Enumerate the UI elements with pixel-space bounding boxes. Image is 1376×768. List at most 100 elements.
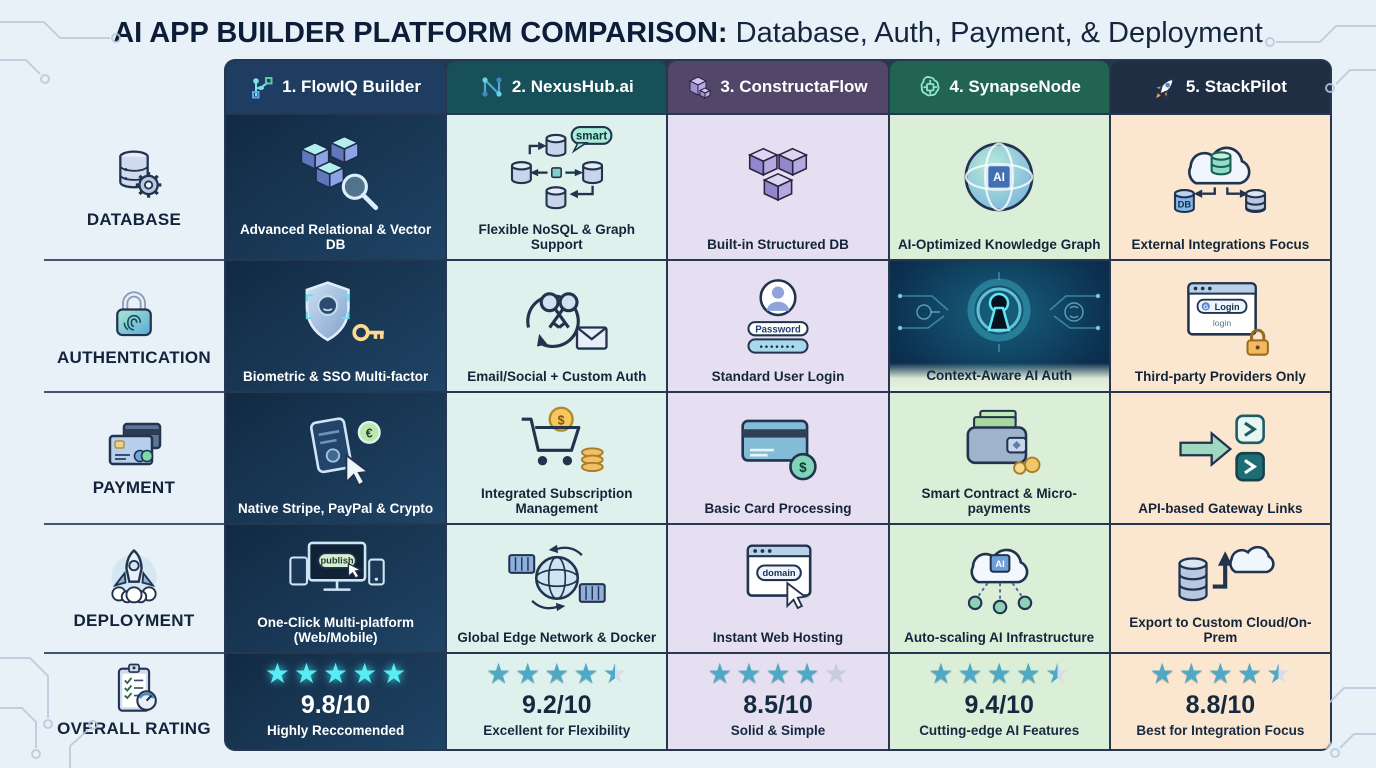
cell-label: Integrated Subscription Management	[481, 485, 633, 516]
password-field-text: Password	[755, 324, 801, 335]
cell-label: Basic Card Processing	[704, 500, 852, 516]
server-cubes-magnifier-icon	[299, 135, 378, 211]
nexushub-database-illustration: smart	[498, 119, 616, 222]
star-icon: ★	[736, 656, 762, 690]
constructaflow-deployment-illustration: domain	[723, 529, 833, 630]
cell-label: Biometric & SSO Multi-factor	[242, 368, 429, 384]
brain-chip-icon	[920, 75, 939, 97]
column-header-label: 3. ConstructaFlow	[720, 76, 868, 96]
flow-branch-icon	[252, 76, 273, 99]
mobile-pay-crypto-icon: €	[309, 417, 381, 487]
credit-cards-icon	[108, 423, 162, 466]
flowiq-database-illustration	[281, 119, 391, 222]
column-header-synapsenode: 4. SynapseNode	[889, 60, 1109, 113]
user-password-login-icon: Password •••••••	[747, 278, 809, 354]
password-dots-text: •••••••	[760, 341, 797, 351]
star-icon: ★	[986, 656, 1012, 690]
page-title: AI APP BUILDER PLATFORM COMPARISON: Data…	[0, 16, 1376, 51]
card-processing-icon: $	[741, 419, 817, 481]
rating-score: 9.8/10	[300, 690, 371, 719]
cell-stackpilot-rating: ★★★★★ 8.8/10 Best for Integration Focus	[1110, 653, 1330, 749]
title-bold: AI APP BUILDER PLATFORM COMPARISON:	[113, 17, 728, 49]
subscription-cart-icon: $	[521, 406, 604, 473]
column-header-label: 5. StackPilot	[1185, 76, 1287, 96]
rating-score: 8.5/10	[743, 690, 813, 719]
column-header-stackpilot: 5. StackPilot	[1110, 60, 1330, 113]
row-label-deployment: DEPLOYMENT	[44, 525, 224, 654]
cell-constructaflow-database: Built-in Structured DB	[668, 114, 888, 259]
row-label-overall-rating: OVERALL RATING	[44, 654, 224, 747]
cell-constructaflow-auth: Password ••••••• Standard User Login	[668, 260, 888, 391]
star-icon: ★	[1207, 656, 1233, 690]
cell-label: AI-Optimized Knowledge Graph	[897, 236, 1101, 252]
domain-pill-text: domain	[762, 568, 795, 578]
rating-score: 8.8/10	[1185, 690, 1256, 719]
cell-label: Auto-scaling AI Infrastructure	[904, 629, 1095, 645]
publish-button-text: publish	[320, 555, 353, 565]
star-icon: ★	[928, 656, 954, 690]
api-gateway-links-icon	[1179, 414, 1266, 482]
cell-label: Third-party Providers Only	[1134, 368, 1306, 384]
structured-blocks-icon	[747, 147, 809, 201]
column-header-label: 1. FlowIQ Builder	[282, 76, 422, 96]
star-icon: ★	[957, 656, 983, 690]
export-to-cloud-icon	[1178, 545, 1276, 601]
column-header-label: 2. NexusHub.ai	[511, 76, 634, 96]
card-coin-text: $	[799, 460, 807, 475]
cell-stackpilot-database: DB External Integrations Focus	[1110, 114, 1330, 259]
row-label-payment: PAYMENT	[44, 393, 224, 525]
comparison-table: DATABASE AUTHENTICATION	[44, 58, 1332, 751]
instant-hosting-window-icon: domain	[746, 544, 812, 610]
star-icon: ★	[293, 656, 320, 690]
cell-synapsenode-auth: Context-Aware AI Auth	[889, 260, 1109, 391]
column-header-label: 4. SynapseNode	[949, 76, 1081, 96]
smart-bubble-text: smart	[576, 131, 607, 143]
cell-synapsenode-database: AI AI-Optimized Knowledge Graph	[889, 114, 1109, 259]
cell-stackpilot-auth: G Login login Third-party Providers Only	[1110, 260, 1330, 391]
cubes-icon	[689, 76, 712, 99]
rating-score: 9.4/10	[964, 690, 1034, 719]
stackpilot-auth-illustration: G Login login	[1164, 265, 1276, 369]
cell-label: Smart Contract & Micro-payments	[921, 485, 1077, 516]
synapsenode-database-illustration: AI	[951, 119, 1047, 237]
flowiq-deployment-illustration: publish	[280, 529, 392, 615]
cell-constructaflow-deployment: domain Instant Web Hosting	[668, 524, 888, 652]
stackpilot-database-illustration: DB	[1161, 119, 1279, 237]
cell-flowiq-auth: Biometric & SSO Multi-factor	[226, 260, 446, 391]
star-icon: ★	[1149, 656, 1175, 690]
star-icon: ★	[1015, 656, 1041, 690]
rating-verdict: Solid & Simple	[730, 722, 826, 738]
third-party-login-window-icon: G Login login	[1187, 281, 1270, 356]
clipboard-gauge-icon	[117, 663, 157, 712]
row-label-authentication: AUTHENTICATION	[44, 261, 224, 393]
nexushub-deployment-illustration	[501, 529, 613, 630]
stackpilot-deployment-illustration	[1165, 529, 1276, 615]
star-icon: ★	[486, 656, 512, 690]
edge-network-docker-icon	[508, 545, 606, 612]
row-label-text: DEPLOYMENT	[73, 610, 195, 630]
synapsenode-deployment-illustration: AI	[944, 529, 1054, 630]
synapsenode-auth-illustration	[892, 261, 1106, 363]
star-icon: ★	[323, 656, 349, 690]
cell-label: Built-in Structured DB	[707, 236, 849, 252]
star-rating: ★★★★★	[707, 656, 849, 690]
cell-stackpilot-payment: API-based Gateway Links	[1110, 392, 1330, 523]
rating-verdict: Excellent for Flexibility	[483, 722, 631, 738]
cell-label: Instant Web Hosting	[712, 629, 844, 645]
ai-chip-text: AI	[993, 171, 1005, 184]
flowiq-payment-illustration: €	[282, 397, 390, 501]
nexushub-payment-illustration: $	[503, 397, 611, 486]
cell-label: Context-Aware AI Auth	[889, 362, 1109, 391]
star-icon: ★	[602, 656, 628, 690]
cell-nexushub-rating: ★★★★★ 9.2/10 Excellent for Flexibility	[447, 653, 667, 749]
cell-label: Flexible NoSQL & Graph Support	[478, 221, 636, 252]
cell-label: API-based Gateway Links	[1138, 500, 1303, 516]
platform-grid: 1. FlowIQ Builder 2. NexusHub.ai	[224, 58, 1332, 751]
ai-keyhole-circuit-icon	[897, 271, 1101, 352]
star-rating: ★★★★★	[486, 656, 628, 690]
column-header-flowiq: 1. FlowIQ Builder	[226, 60, 446, 113]
login-field-text: login	[1213, 318, 1231, 328]
fingerprint-lock-icon	[116, 291, 152, 337]
nexushub-auth-illustration	[501, 265, 613, 369]
circuit-decoration	[0, 21, 121, 84]
